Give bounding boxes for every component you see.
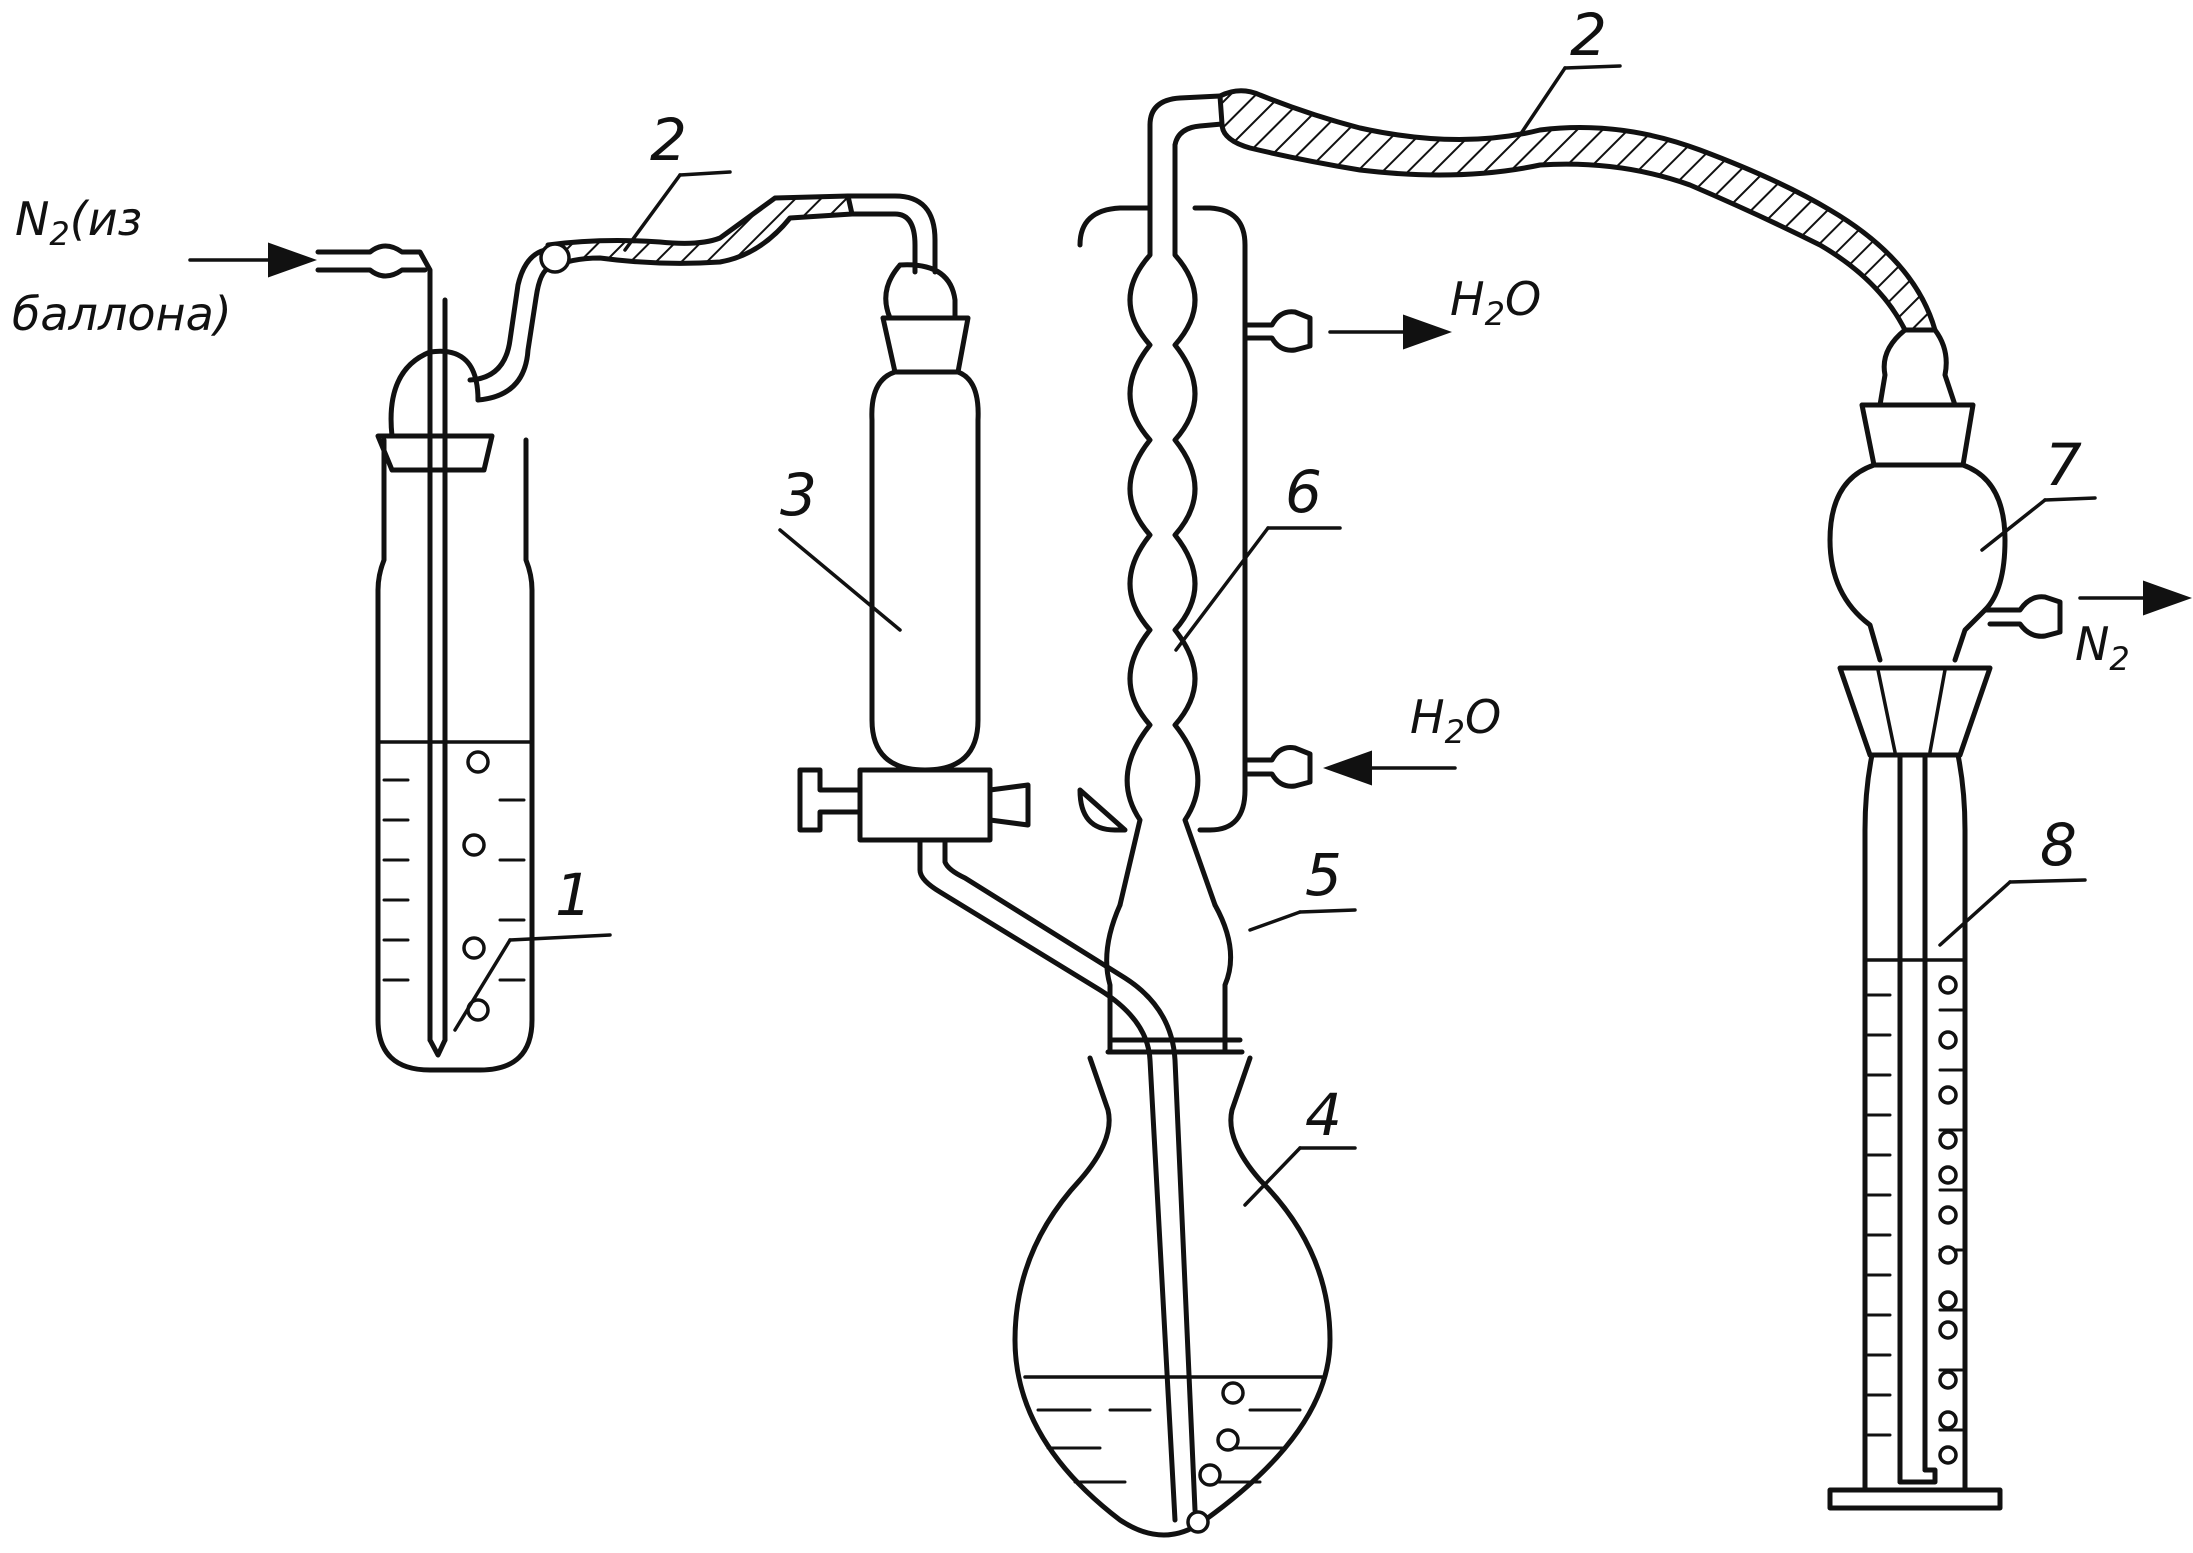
label-1: 1 [555, 861, 592, 929]
dropping-funnel-3 [797, 193, 1198, 1523]
cylinder-8 [1827, 665, 2003, 1511]
flask-4 [1012, 1055, 1333, 1538]
flask-liquid-ticks [1036, 1408, 1302, 1484]
graduation-ticks-8 [1866, 993, 1964, 1437]
reflux-condenser-6 [1077, 93, 1313, 908]
adapter-5 [1104, 902, 1245, 1055]
gas-outlet-label: N2 [2075, 617, 2130, 678]
flask-bubbles [1186, 1381, 1245, 1534]
graduation-ticks-1 [382, 778, 526, 982]
label-4: 4 [1305, 1081, 1342, 1149]
gas-inlet-note: баллона) [12, 287, 232, 341]
label-8: 8 [2040, 811, 2077, 879]
bubbles-8 [1938, 975, 1958, 1465]
label-2-right: 2 [1570, 1, 1607, 69]
leader-lines [453, 64, 2097, 1207]
hose-joint-left [539, 242, 571, 274]
label-2-left: 2 [650, 106, 687, 174]
bubbles-1 [462, 750, 490, 1022]
rubber-hose-right [1217, 88, 1938, 333]
absorber-head-7 [1827, 327, 2063, 663]
label-3: 3 [780, 461, 817, 529]
label-6: 6 [1285, 458, 1322, 526]
label-7: 7 [2045, 431, 2082, 499]
water-in-label: H2O [1410, 690, 1501, 751]
gas-inlet-label: N2(из [15, 192, 142, 253]
water-out-label: H2O [1450, 272, 1541, 333]
wash-bottle-1 [315, 243, 553, 1073]
label-5: 5 [1305, 841, 1342, 909]
rubber-hose-left [545, 193, 855, 271]
